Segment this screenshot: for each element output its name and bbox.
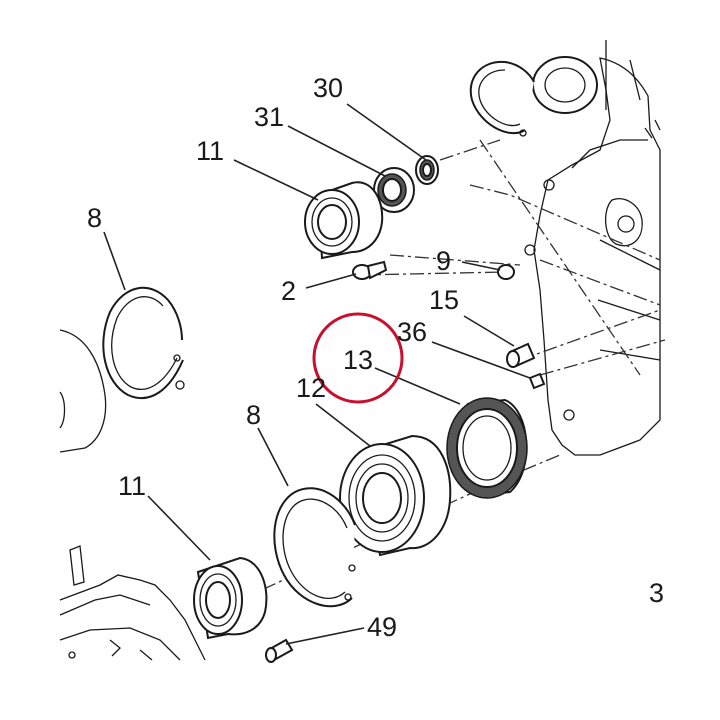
part-11-bottom-bearing (193, 556, 268, 640)
callout-30: 30 (313, 73, 343, 103)
callout-11-top: 11 (196, 136, 224, 166)
crankcase-housing (524, 40, 661, 456)
callout-49: 49 (367, 612, 397, 642)
callout-2: 2 (281, 276, 296, 306)
circlip-top-right (469, 60, 535, 137)
part-31-oil-seal (373, 167, 415, 213)
part-8-left-circlip (102, 286, 185, 400)
part-8-mid-circlip (273, 487, 356, 608)
part-2-screw (352, 260, 388, 280)
callout-15: 15 (429, 285, 459, 315)
part-9-dowel (497, 264, 515, 280)
part-13-oil-seal (446, 397, 528, 499)
highlight-circle-part-13 (312, 312, 404, 404)
callout-36: 36 (397, 317, 427, 347)
part-36-pin (528, 372, 546, 390)
callout-8-left: 8 (87, 203, 102, 233)
callout-8-mid: 8 (246, 400, 261, 430)
left-housing-fragments (59, 329, 206, 661)
leader-lines (103, 103, 531, 645)
part-15-bush (506, 342, 536, 368)
part-30-seal (415, 155, 439, 185)
callout-3-edge: 3 (649, 578, 664, 608)
callout-12: 12 (296, 373, 326, 403)
callout-13: 13 (343, 345, 373, 375)
callout-9: 9 (436, 246, 451, 276)
callout-31: 31 (254, 102, 284, 132)
part-49-pin (265, 638, 294, 663)
part-12-ball-bearing (339, 434, 452, 557)
callout-11-bottom: 11 (118, 471, 146, 501)
part-11-top-bearing (304, 181, 384, 260)
